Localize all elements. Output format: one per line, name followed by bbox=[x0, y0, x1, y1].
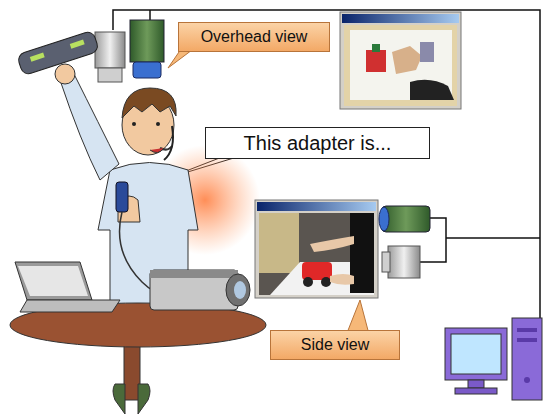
speech-bubble: This adapter is... bbox=[205, 127, 430, 159]
callout-bubble: Overhead view bbox=[178, 22, 330, 52]
callout-text: This adapter is... bbox=[244, 132, 392, 155]
callout-text: Overhead view bbox=[201, 28, 308, 46]
callout-text: Side view bbox=[301, 336, 369, 354]
callout-bubble: Side view bbox=[270, 330, 400, 360]
